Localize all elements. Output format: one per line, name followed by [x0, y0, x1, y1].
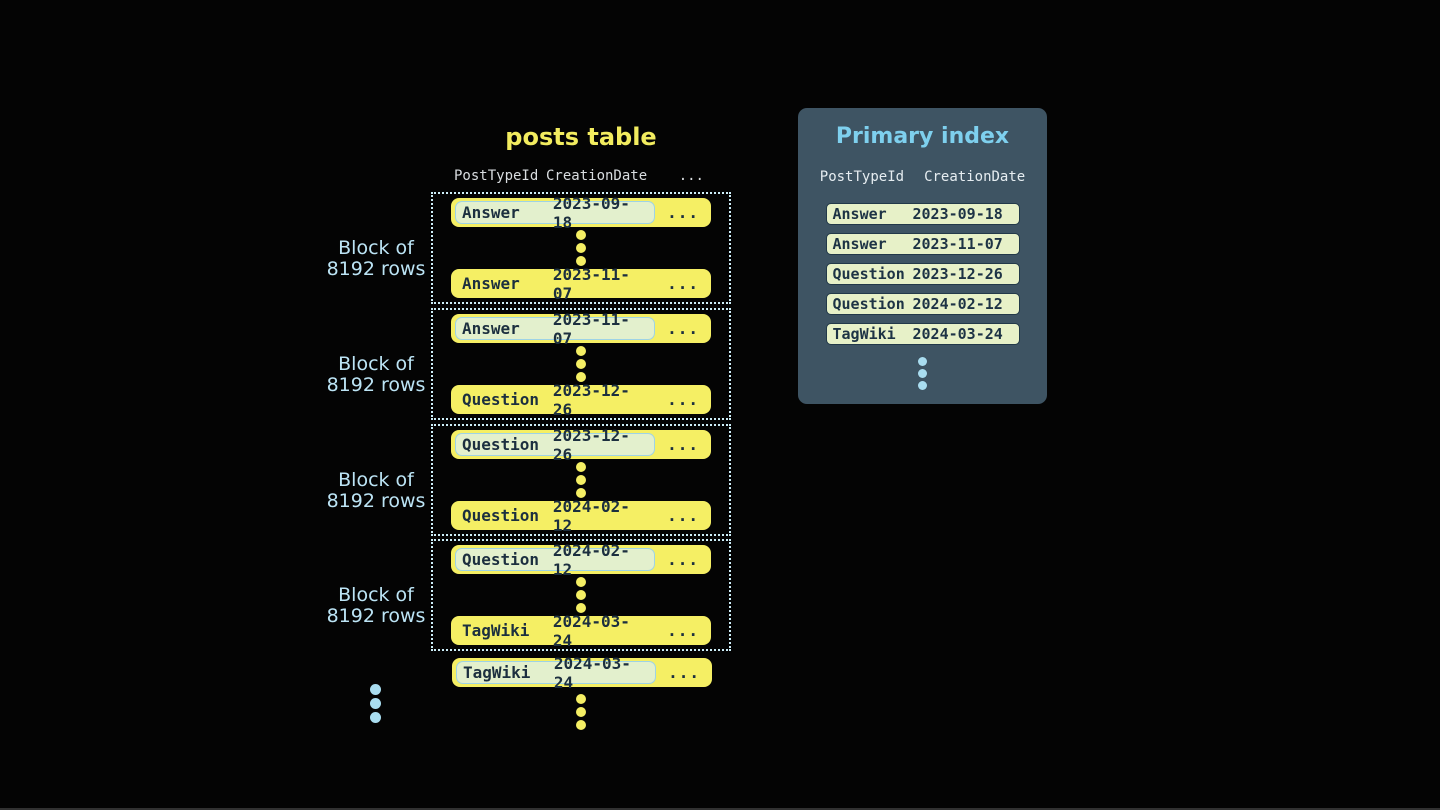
cell-creationdate: 2023-11-07	[552, 264, 630, 303]
cell-posttypeid: Answer	[832, 205, 887, 223]
cell-posttypeid: Question	[462, 390, 540, 409]
cell-posttypeid: Question	[832, 265, 905, 283]
header-posttypeid: PostTypeId	[454, 168, 539, 184]
index-mark-highlight: Answer 2023-09-18	[455, 194, 655, 232]
cell-creationdate: 2023-09-18	[552, 193, 630, 232]
block-label-line1: Block of	[338, 237, 414, 259]
posts-table-column-headers: PostTypeId CreationDate ...	[452, 167, 712, 185]
row-values: Question 2024-02-12	[455, 497, 655, 535]
block-label-line1: Block of	[338, 353, 414, 375]
more-blocks-dots	[370, 684, 381, 723]
table-row: Question 2023-12-26 ...	[451, 426, 711, 464]
table-row-next-block: TagWiki 2024-03-24 ...	[452, 654, 712, 692]
table-row: Question 2023-12-26 ...	[451, 381, 711, 419]
more-index-entries-dots	[798, 357, 1047, 390]
cell-more-columns: ...	[667, 621, 699, 640]
cell-creationdate: 2023-11-07	[912, 235, 1003, 253]
cell-creationdate: 2023-12-26	[912, 265, 1003, 283]
cell-more-columns: ...	[667, 390, 699, 409]
primary-index-rows: Answer 2023-09-18 Answer 2023-11-07 Ques…	[798, 203, 1047, 345]
index-mark-highlight: Answer 2023-11-07	[455, 310, 655, 348]
table-row: Question 2024-02-12 ...	[451, 497, 711, 535]
header-posttypeid: PostTypeId	[819, 169, 905, 185]
cell-creationdate: 2024-03-24	[912, 325, 1003, 343]
primary-index-title: Primary index	[835, 124, 1010, 149]
index-entry: Question 2023-12-26	[825, 263, 1020, 285]
index-mark-highlight: TagWiki 2024-03-24	[456, 654, 656, 692]
cell-creationdate: 2024-02-12	[912, 295, 1003, 313]
cell-more-columns: ...	[667, 319, 699, 338]
row-values: TagWiki 2024-03-24	[455, 612, 655, 650]
more-rows-dots	[576, 694, 586, 730]
header-creationdate: CreationDate	[546, 168, 648, 184]
cell-more-columns: ...	[667, 274, 699, 293]
cell-posttypeid: TagWiki	[463, 663, 531, 682]
index-entry: Answer 2023-09-18	[825, 203, 1020, 225]
row-block-1: Answer 2023-09-18 ... Answer 2023-11-07 …	[431, 192, 731, 304]
cell-creationdate: 2024-03-24	[553, 653, 631, 692]
rows-ellipsis-dots	[576, 230, 586, 266]
block-label-line2: 8192 rows	[326, 490, 426, 512]
cell-posttypeid: Question	[462, 435, 540, 454]
cell-posttypeid: Answer	[462, 274, 520, 293]
table-row: Answer 2023-11-07 ...	[451, 310, 711, 348]
cell-creationdate: 2024-02-12	[552, 540, 630, 579]
block-label-line1: Block of	[338, 584, 414, 606]
row-values: Question 2023-12-26	[455, 381, 655, 419]
row-block-4: Question 2024-02-12 ... TagWiki 2024-03-…	[431, 539, 731, 651]
rows-ellipsis-dots	[576, 346, 586, 382]
cell-creationdate: 2023-12-26	[552, 380, 630, 419]
table-row: Answer 2023-09-18 ...	[451, 194, 711, 232]
posts-table-title: posts table	[505, 123, 657, 151]
block-label-line2: 8192 rows	[326, 374, 426, 396]
rows-ellipsis-dots	[576, 462, 586, 498]
cell-posttypeid: Question	[462, 506, 540, 525]
cell-posttypeid: Answer	[462, 319, 520, 338]
block-label-line2: 8192 rows	[326, 258, 426, 280]
table-row: Question 2024-02-12 ...	[451, 541, 711, 579]
row-values: Answer 2023-11-07	[455, 265, 655, 303]
cell-more-columns: ...	[667, 550, 699, 569]
cell-posttypeid: TagWiki	[462, 621, 530, 640]
primary-index-panel: Primary index PostTypeId CreationDate An…	[798, 108, 1047, 404]
header-more-columns: ...	[678, 168, 704, 184]
cell-creationdate: 2023-11-07	[552, 309, 630, 348]
block-label-2: Block of 8192 rows	[300, 354, 452, 396]
block-label-line2: 8192 rows	[326, 605, 426, 627]
table-row: Answer 2023-11-07 ...	[451, 265, 711, 303]
block-label-4: Block of 8192 rows	[300, 585, 452, 627]
cell-creationdate: 2023-09-18	[912, 205, 1003, 223]
index-entry: Question 2024-02-12	[825, 293, 1020, 315]
index-entry: TagWiki 2024-03-24	[825, 323, 1020, 345]
cell-creationdate: 2024-03-24	[552, 611, 630, 650]
cell-more-columns: ...	[667, 506, 699, 525]
header-creationdate: CreationDate	[924, 169, 1026, 185]
cell-posttypeid: Question	[462, 550, 540, 569]
ellipsis-dots	[918, 357, 927, 390]
cell-more-columns: ...	[667, 435, 699, 454]
block-label-1: Block of 8192 rows	[300, 238, 452, 280]
cell-more-columns: ...	[667, 203, 699, 222]
primary-index-headers: PostTypeId CreationDate	[798, 168, 1047, 186]
block-label-3: Block of 8192 rows	[300, 470, 452, 512]
index-entry: Answer 2023-11-07	[825, 233, 1020, 255]
cell-posttypeid: TagWiki	[832, 325, 896, 343]
row-block-2: Answer 2023-11-07 ... Question 2023-12-2…	[431, 308, 731, 420]
cell-more-columns: ...	[668, 663, 700, 682]
cell-posttypeid: Answer	[832, 235, 887, 253]
cell-creationdate: 2024-02-12	[552, 496, 630, 535]
index-mark-highlight: Question 2024-02-12	[455, 541, 655, 579]
cell-creationdate: 2023-12-26	[552, 425, 630, 464]
cell-posttypeid: Answer	[462, 203, 520, 222]
table-row: TagWiki 2024-03-24 ...	[451, 612, 711, 650]
block-label-line1: Block of	[338, 469, 414, 491]
index-mark-highlight: Question 2023-12-26	[455, 426, 655, 464]
bottom-edge-line	[0, 808, 1440, 810]
row-block-3: Question 2023-12-26 ... Question 2024-02…	[431, 424, 731, 536]
cell-posttypeid: Question	[832, 295, 905, 313]
rows-ellipsis-dots	[576, 577, 586, 613]
